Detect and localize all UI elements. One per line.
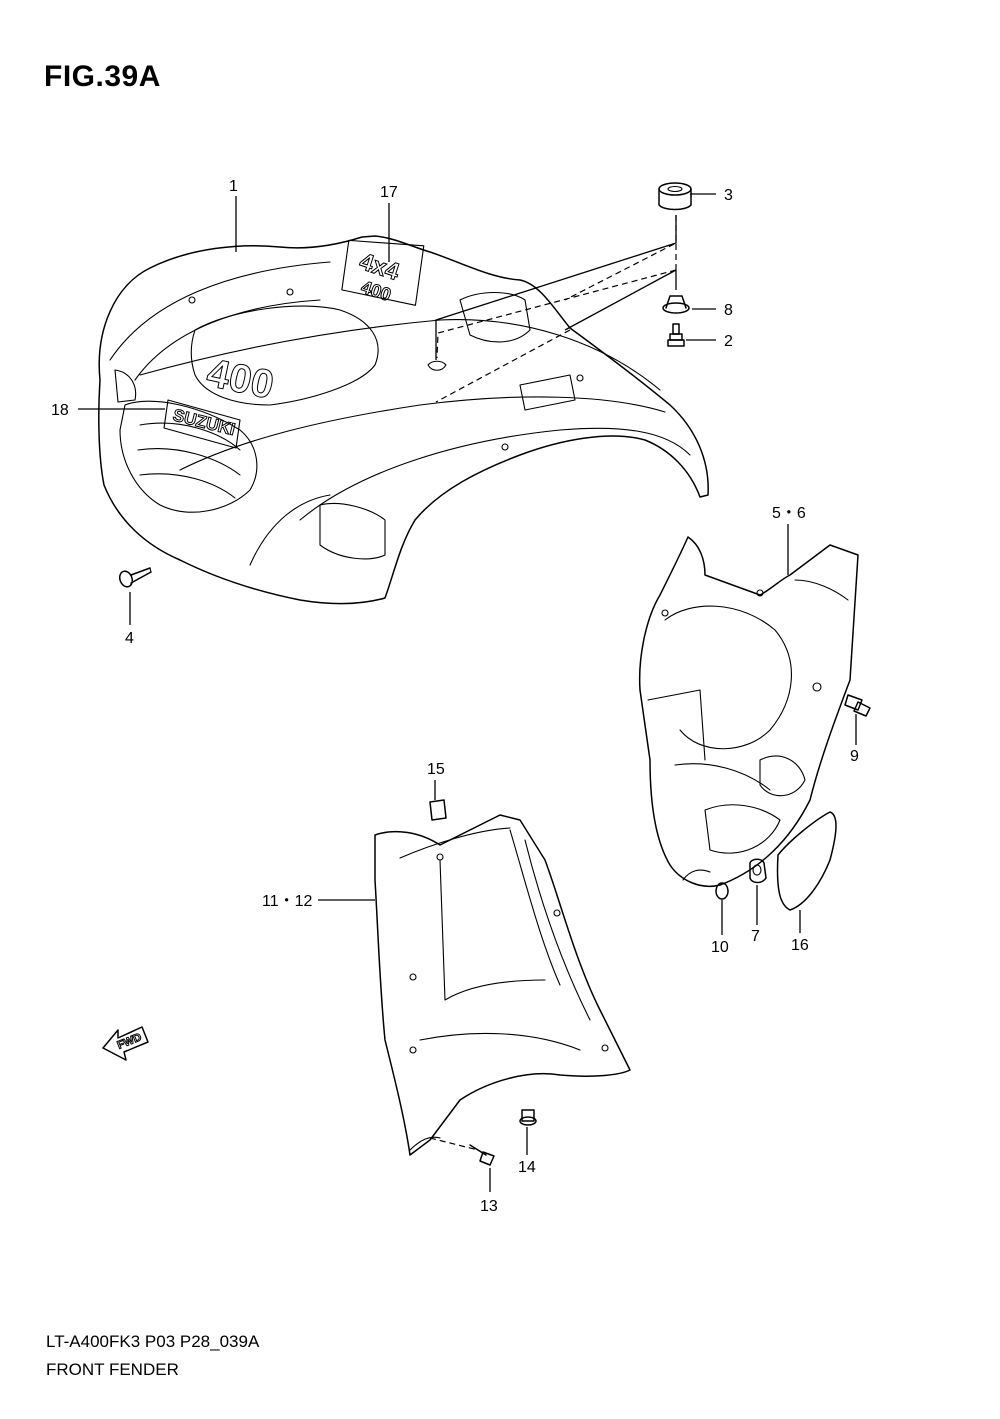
callout-labels: 1 17 3 8 2 18 4 5・6 9 15 11・12 10 7 16 1…	[51, 178, 859, 1215]
callout-14: 14	[518, 1159, 536, 1176]
screw-part-4	[118, 567, 152, 588]
clip-part-9	[844, 694, 871, 717]
figure-title: FIG.39A	[44, 60, 161, 93]
lid-part-16	[776, 811, 837, 911]
screw-part-13	[469, 1144, 495, 1166]
collar-part-8	[662, 295, 690, 314]
grommet-part-3	[658, 182, 692, 211]
bolt-part-2	[667, 323, 685, 347]
callout-2: 2	[724, 333, 733, 350]
callout-4: 4	[125, 630, 134, 647]
forward-arrow-icon: FWD	[102, 1026, 149, 1061]
callout-13: 13	[480, 1198, 498, 1215]
svg-text:FWD: FWD	[116, 1031, 144, 1052]
callout-17: 17	[380, 184, 398, 201]
mud-guard-11-12	[374, 814, 631, 1156]
callout-9: 9	[850, 748, 859, 765]
model-code: LT-A400FK3 P03 P28_039A	[46, 1332, 260, 1351]
callout-10: 10	[711, 939, 729, 956]
clip-part-14	[519, 1109, 537, 1126]
callout-3: 3	[724, 187, 733, 204]
callout-11-12: 11・12	[262, 893, 313, 910]
callout-18: 18	[51, 402, 69, 419]
hood-400-emblem: 400	[203, 351, 277, 408]
washer-part-10	[715, 882, 729, 900]
front-fender-part: 400 4x4 400 SUZUKI	[98, 235, 709, 605]
callout-8: 8	[724, 302, 733, 319]
grommet-part-7	[749, 858, 767, 884]
callout-7: 7	[751, 928, 760, 945]
callout-1: 1	[229, 178, 238, 195]
section-name: FRONT FENDER	[46, 1360, 179, 1379]
leader-lines	[78, 193, 857, 1192]
clip-part-15	[429, 799, 447, 821]
callout-15: 15	[427, 761, 445, 778]
inner-fender-5-6	[638, 536, 859, 887]
callout-5-6: 5・6	[772, 505, 806, 522]
callout-16: 16	[791, 937, 809, 954]
